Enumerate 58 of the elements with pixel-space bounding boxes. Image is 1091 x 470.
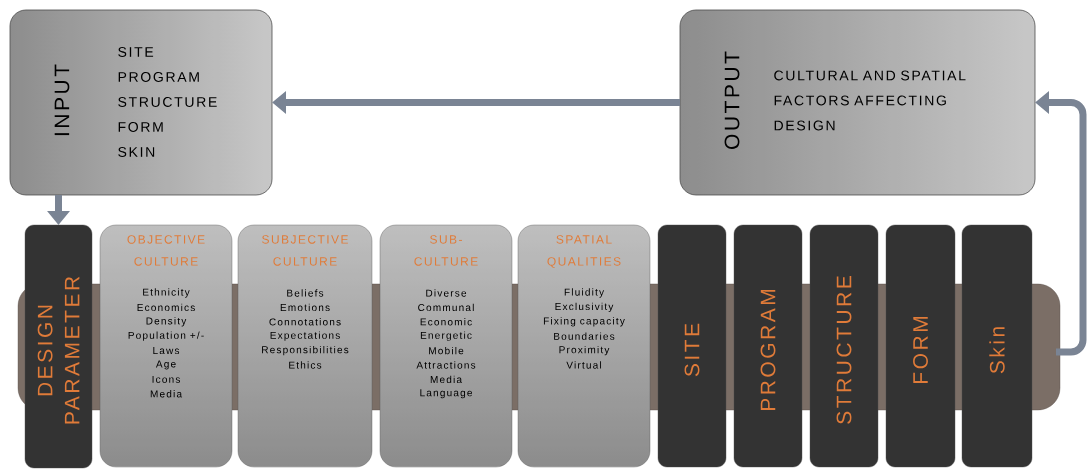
list-item: Communal	[418, 303, 474, 312]
list-item: Energetic	[420, 331, 472, 341]
culture-column	[379, 224, 513, 468]
list-item: Laws	[153, 347, 180, 355]
list-item: Attractions	[416, 361, 476, 369]
list-item: Population +/-	[128, 331, 204, 341]
column-title: STRUCTURE	[836, 276, 852, 424]
column-heading: SPATIAL QUALITIES	[547, 235, 621, 268]
list-item: Connotations	[269, 318, 341, 326]
column-title: SITE	[684, 323, 700, 377]
parameter-column	[961, 224, 1033, 468]
list-item: Age	[155, 360, 176, 370]
column-heading: OBJECTIVE CULTURE	[127, 235, 205, 266]
column-title: DESIGN PARAMETER	[37, 276, 80, 424]
process-box	[679, 9, 1036, 196]
list-item: Ethnicity	[143, 288, 190, 298]
list-item: Mobile	[429, 346, 464, 355]
list-item: Fixing capacity	[543, 317, 625, 327]
box-title: OUTPUT	[724, 51, 740, 149]
parameter-column	[24, 224, 93, 469]
column-heading: SUBJECTIVE CULTURE	[262, 235, 348, 266]
process-box	[9, 9, 273, 196]
list-item: Fluidity	[564, 288, 605, 298]
list-item: Language	[420, 389, 472, 399]
list-item: Icons	[152, 375, 180, 383]
column-title: Skin	[989, 327, 1005, 374]
culture-column	[237, 224, 373, 468]
list-item: SKIN	[118, 147, 155, 157]
list-item: FORM	[118, 122, 163, 132]
parameter-column	[733, 224, 803, 468]
box-title: INPUT	[54, 64, 70, 136]
column-title: PROGRAM	[760, 289, 776, 411]
culture-column	[517, 224, 651, 468]
list-item: Responsibilities	[262, 345, 349, 356]
list-item: Emotions	[280, 303, 330, 312]
list-item: Economics	[137, 303, 195, 312]
list-item: Boundaries	[554, 332, 615, 340]
column-heading: SUB-CULTURE	[414, 235, 478, 266]
list-item: Ethics	[289, 361, 322, 369]
box-text: CULTURAL AND SPATIAL FACTORS AFFECTING DESIGN	[774, 70, 966, 131]
column-title: FORM	[913, 317, 928, 383]
parameter-column	[809, 224, 879, 468]
list-item: Expectations	[270, 331, 340, 341]
list-item: Density	[146, 317, 187, 327]
parameter-column	[885, 224, 956, 468]
list-item: PROGRAM	[118, 72, 199, 82]
list-item: Media	[150, 390, 183, 398]
culture-column	[99, 224, 233, 468]
list-item: Exclusivity	[555, 302, 614, 313]
list-item: SITE	[118, 47, 154, 57]
list-item: Diverse	[426, 289, 467, 297]
list-item: Proximity	[559, 345, 610, 356]
list-item: Virtual	[566, 361, 601, 369]
list-item: Media	[430, 375, 463, 384]
parameter-column	[657, 224, 727, 468]
list-item: Beliefs	[287, 289, 324, 297]
list-item: STRUCTURE	[118, 97, 217, 107]
list-item: Economic	[420, 318, 472, 326]
